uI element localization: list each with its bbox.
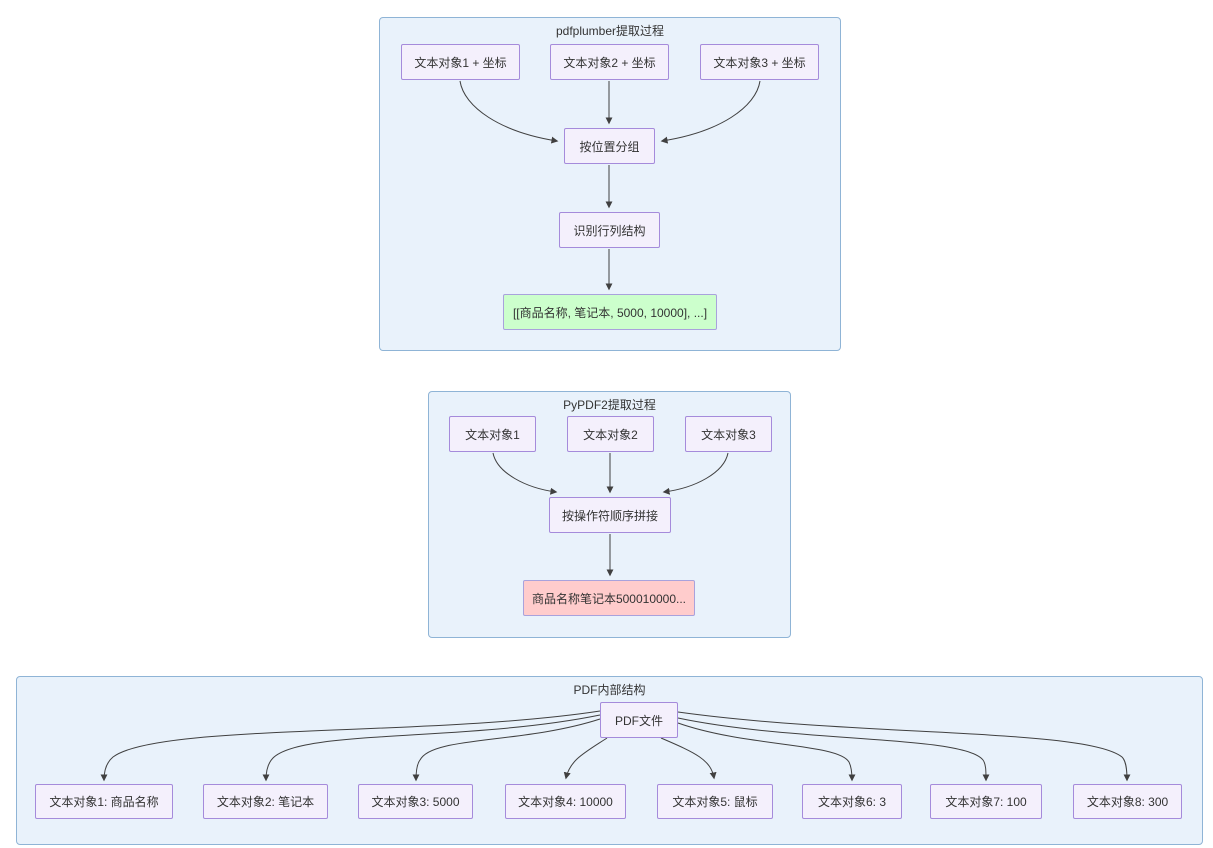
edge-e3-f: [662, 452, 729, 495]
edge-h-p1: [100, 710, 601, 782]
edge-e1-f: [492, 452, 558, 495]
subgraph-title: PDF内部结构: [573, 683, 646, 697]
node-d: [[商品名称, 笔记本, 5000, 10000], ...]: [503, 294, 717, 330]
node-label: 文本对象6: 3: [817, 795, 887, 809]
node-label: 文本对象4: 10000: [518, 795, 613, 809]
node-h: PDF文件: [600, 702, 678, 738]
node-label: 文本对象5: 鼠标: [672, 795, 758, 809]
node-a1: 文本对象1 + 坐标: [401, 44, 520, 80]
node-label: 文本对象7: 100: [945, 795, 1027, 809]
node-f: 按操作符顺序拼接: [549, 497, 671, 533]
subgraph-title: pdfplumber提取过程: [555, 24, 665, 38]
node-label: 文本对象1 + 坐标: [414, 55, 507, 70]
node-a3: 文本对象3 + 坐标: [700, 44, 819, 80]
node-label: 文本对象1: 商品名称: [49, 795, 159, 809]
node-e1: 文本对象1: [449, 416, 536, 452]
node-label: 商品名称笔记本500010000...: [531, 591, 687, 606]
edge-h-p5: [660, 737, 717, 780]
node-label: 文本对象1: [465, 427, 520, 442]
node-g: 商品名称笔记本500010000...: [523, 580, 695, 616]
edge-h-p3: [412, 718, 601, 782]
node-e3: 文本对象3: [685, 416, 772, 452]
node-label: PDF文件: [614, 713, 663, 728]
node-p5: 文本对象5: 鼠标: [657, 784, 773, 819]
node-p7: 文本对象7: 100: [930, 784, 1042, 819]
edge-h-p2: [262, 714, 601, 782]
node-c: 识别行列结构: [559, 212, 660, 248]
subgraph-title: PyPDF2提取过程: [563, 398, 656, 412]
node-a2: 文本对象2 + 坐标: [550, 44, 669, 80]
node-label: 文本对象3: [701, 427, 756, 442]
node-label: 识别行列结构: [573, 223, 646, 238]
node-p2: 文本对象2: 笔记本: [203, 784, 328, 819]
node-e2: 文本对象2: [567, 416, 654, 452]
node-label: [[商品名称, 笔记本, 5000, 10000], ...]: [512, 305, 708, 320]
node-label: 文本对象3 + 坐标: [713, 55, 806, 70]
node-label: 文本对象3: 5000: [371, 795, 460, 809]
edge-h-p8: [677, 711, 1131, 782]
edge-a1-b: [459, 80, 559, 144]
node-label: 文本对象2: [583, 427, 638, 442]
node-label: 按位置分组: [579, 139, 640, 154]
node-p4: 文本对象4: 10000: [505, 784, 626, 819]
node-p6: 文本对象6: 3: [802, 784, 902, 819]
edge-h-p7: [677, 717, 990, 782]
edge-h-p6: [677, 722, 856, 782]
node-label: 文本对象2 + 坐标: [563, 55, 656, 70]
node-b: 按位置分组: [564, 128, 655, 164]
edge-a3-b: [660, 80, 761, 144]
edge-h-p4: [563, 737, 608, 780]
node-label: 文本对象8: 300: [1086, 795, 1169, 809]
node-label: 文本对象2: 笔记本: [216, 795, 315, 809]
node-p8: 文本对象8: 300: [1073, 784, 1182, 819]
node-p1: 文本对象1: 商品名称: [35, 784, 173, 819]
node-p3: 文本对象3: 5000: [358, 784, 473, 819]
node-label: 按操作符顺序拼接: [561, 508, 658, 523]
